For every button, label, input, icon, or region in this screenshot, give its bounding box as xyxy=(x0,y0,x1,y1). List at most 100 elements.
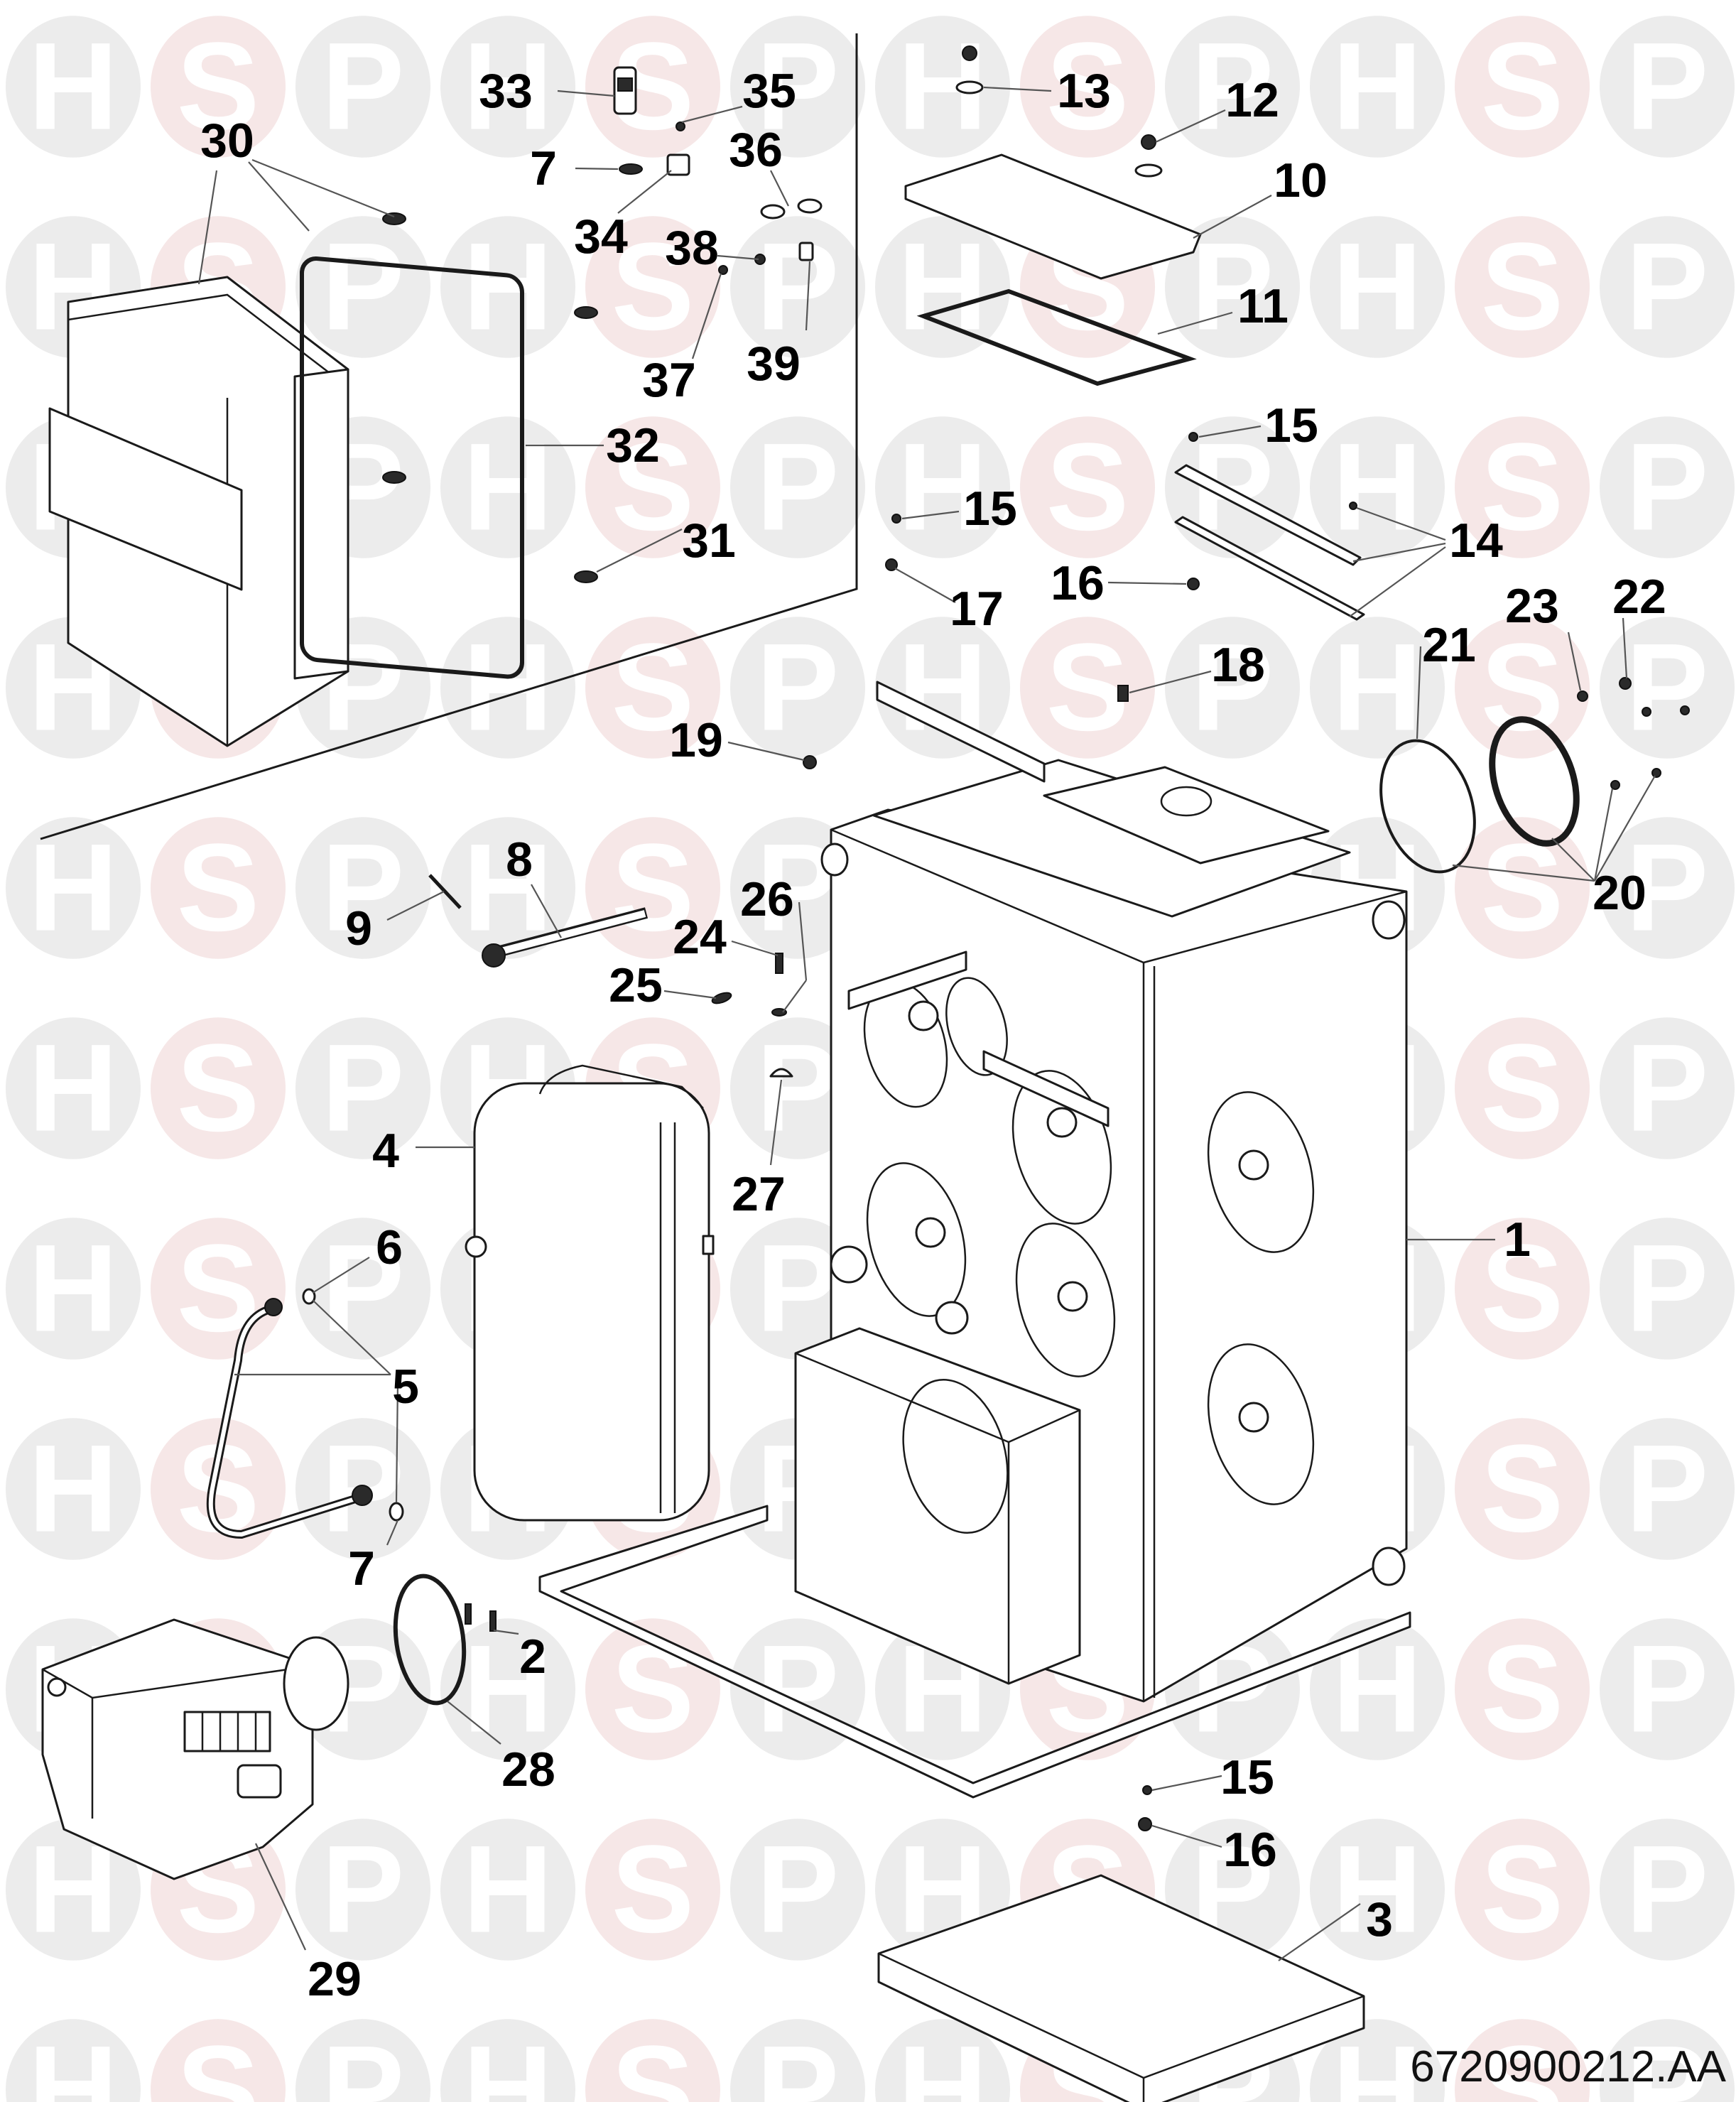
callout-37[interactable]: 37 xyxy=(642,353,696,407)
callout-29[interactable]: 29 xyxy=(308,1952,362,2006)
watermark-circle xyxy=(1600,1017,1735,1159)
callout-39[interactable]: 39 xyxy=(747,337,801,391)
callout-31[interactable]: 31 xyxy=(682,514,736,568)
callout-30[interactable]: 30 xyxy=(200,114,254,168)
part-34-clamp[interactable] xyxy=(666,153,690,176)
callout-20[interactable]: 20 xyxy=(1593,866,1647,920)
callout-22[interactable]: 22 xyxy=(1612,570,1666,624)
part-13-nut-washer[interactable] xyxy=(955,45,984,94)
callout-32[interactable]: 32 xyxy=(606,418,660,472)
watermark-circle xyxy=(6,16,141,158)
callout-11[interactable]: 11 xyxy=(1237,279,1289,333)
callout-35[interactable]: 35 xyxy=(742,64,796,118)
part-30-casing-panel[interactable] xyxy=(48,276,349,747)
callout-34[interactable]: 34 xyxy=(574,210,628,264)
callout-15-b[interactable]: 15 xyxy=(963,482,1017,536)
callout-19[interactable]: 19 xyxy=(669,713,723,767)
watermark-letter: S xyxy=(1481,1420,1564,1559)
part-39-clip[interactable] xyxy=(798,242,814,261)
part-16-nut-b[interactable] xyxy=(1138,1817,1152,1831)
callout-18[interactable]: 18 xyxy=(1211,638,1265,692)
part-33-sight-glass[interactable] xyxy=(613,66,637,115)
watermark-letter: H xyxy=(1333,18,1422,156)
part-1-front-frame[interactable] xyxy=(794,1327,1081,1685)
callout-7-bottom[interactable]: 7 xyxy=(348,1542,375,1596)
part-25-clip[interactable] xyxy=(711,991,732,1006)
part-3-insulation-board[interactable] xyxy=(877,1874,1365,2102)
part-4-expansion-vessel[interactable] xyxy=(465,1064,715,1522)
part-22-nut[interactable] xyxy=(1610,677,1690,790)
watermark-letter: P xyxy=(1191,18,1274,156)
callout-6[interactable]: 6 xyxy=(376,1220,403,1274)
callout-17[interactable]: 17 xyxy=(950,582,1004,636)
part-27-bracket[interactable] xyxy=(769,1068,793,1078)
part-11-cover-gasket[interactable] xyxy=(916,288,1197,386)
callout-12[interactable]: 12 xyxy=(1225,73,1279,127)
callout-25[interactable]: 25 xyxy=(609,958,663,1012)
callout-24[interactable]: 24 xyxy=(673,910,727,964)
part-7-washer-top[interactable] xyxy=(619,163,643,175)
callout-10[interactable]: 10 xyxy=(1274,153,1328,207)
part-15-screw-b[interactable] xyxy=(891,514,901,524)
callout-4[interactable]: 4 xyxy=(372,1124,399,1178)
part-23-nut[interactable] xyxy=(1577,690,1588,702)
callout-7-top[interactable]: 7 xyxy=(530,141,557,195)
callout-15-c[interactable]: 15 xyxy=(1220,1750,1274,1804)
part-9-pin[interactable] xyxy=(428,874,462,909)
part-24-screw[interactable] xyxy=(775,953,783,974)
part-15-screw-a[interactable] xyxy=(1188,432,1198,442)
callout-23[interactable]: 23 xyxy=(1505,579,1559,633)
callout-14[interactable]: 14 xyxy=(1449,514,1503,568)
callout-1[interactable]: 1 xyxy=(1504,1213,1531,1267)
callout-21[interactable]: 21 xyxy=(1422,618,1476,672)
part-17-nut[interactable] xyxy=(885,558,898,571)
watermark-letter: S xyxy=(1481,418,1564,557)
part-35-screw[interactable] xyxy=(676,121,685,131)
watermark-letter: H xyxy=(28,18,118,156)
part-31-fixings[interactable] xyxy=(382,212,598,583)
callout-3[interactable]: 3 xyxy=(1366,1892,1393,1946)
callout-16-b[interactable]: 16 xyxy=(1223,1823,1277,1877)
part-14-support-rails[interactable] xyxy=(1174,464,1365,621)
part-20-flange-ring[interactable] xyxy=(1477,708,1591,854)
callout-15-a[interactable]: 15 xyxy=(1264,399,1318,453)
callout-33[interactable]: 33 xyxy=(479,64,533,118)
callout-38[interactable]: 38 xyxy=(665,221,719,275)
part-10-cover-plate[interactable] xyxy=(904,153,1202,280)
watermark-circle xyxy=(875,216,1010,358)
part-5-flexible-pipe[interactable] xyxy=(206,1298,373,1539)
callout-8[interactable]: 8 xyxy=(506,833,533,887)
part-36-plugs[interactable] xyxy=(760,198,823,220)
part-7-seal-bottom[interactable] xyxy=(389,1502,404,1522)
callout-26[interactable]: 26 xyxy=(740,872,794,926)
watermark-letter: P xyxy=(1626,1220,1709,1358)
part-18-plug[interactable] xyxy=(1117,685,1129,702)
callout-2[interactable]: 2 xyxy=(519,1630,546,1684)
part-29-oil-burner[interactable] xyxy=(41,1618,349,1880)
part-21-flange-gasket[interactable] xyxy=(1365,728,1491,884)
watermark-letter: S xyxy=(612,1821,695,1959)
part-12-nut-washer[interactable] xyxy=(1134,134,1163,178)
callout-28[interactable]: 28 xyxy=(501,1743,555,1797)
part-15-screw-c[interactable] xyxy=(1142,1785,1152,1795)
part-26-clip[interactable] xyxy=(771,1008,787,1017)
part-19-plug[interactable] xyxy=(803,755,817,769)
part-6-seal[interactable] xyxy=(302,1288,316,1305)
callout-13[interactable]: 13 xyxy=(1057,64,1111,118)
part-8-sensor-pocket[interactable] xyxy=(482,907,649,968)
part-32-door-seal[interactable] xyxy=(300,256,524,679)
part-base-tray[interactable] xyxy=(538,1505,1411,1799)
callout-27[interactable]: 27 xyxy=(732,1167,786,1221)
part-16-nut-a[interactable] xyxy=(1187,578,1200,590)
watermark-circle xyxy=(1310,617,1445,759)
callout-16-a[interactable]: 16 xyxy=(1051,556,1105,610)
watermark-letter: P xyxy=(1626,619,1709,757)
callout-5[interactable]: 5 xyxy=(392,1360,419,1414)
part-37-screw[interactable] xyxy=(718,265,728,275)
watermark-circle xyxy=(295,2019,430,2102)
callout-9[interactable]: 9 xyxy=(345,901,372,955)
callout-36[interactable]: 36 xyxy=(729,123,783,177)
part-28-burner-gasket[interactable] xyxy=(388,1571,472,1707)
part-2-screws[interactable] xyxy=(465,1603,497,1632)
watermark-letter: H xyxy=(1333,218,1422,357)
